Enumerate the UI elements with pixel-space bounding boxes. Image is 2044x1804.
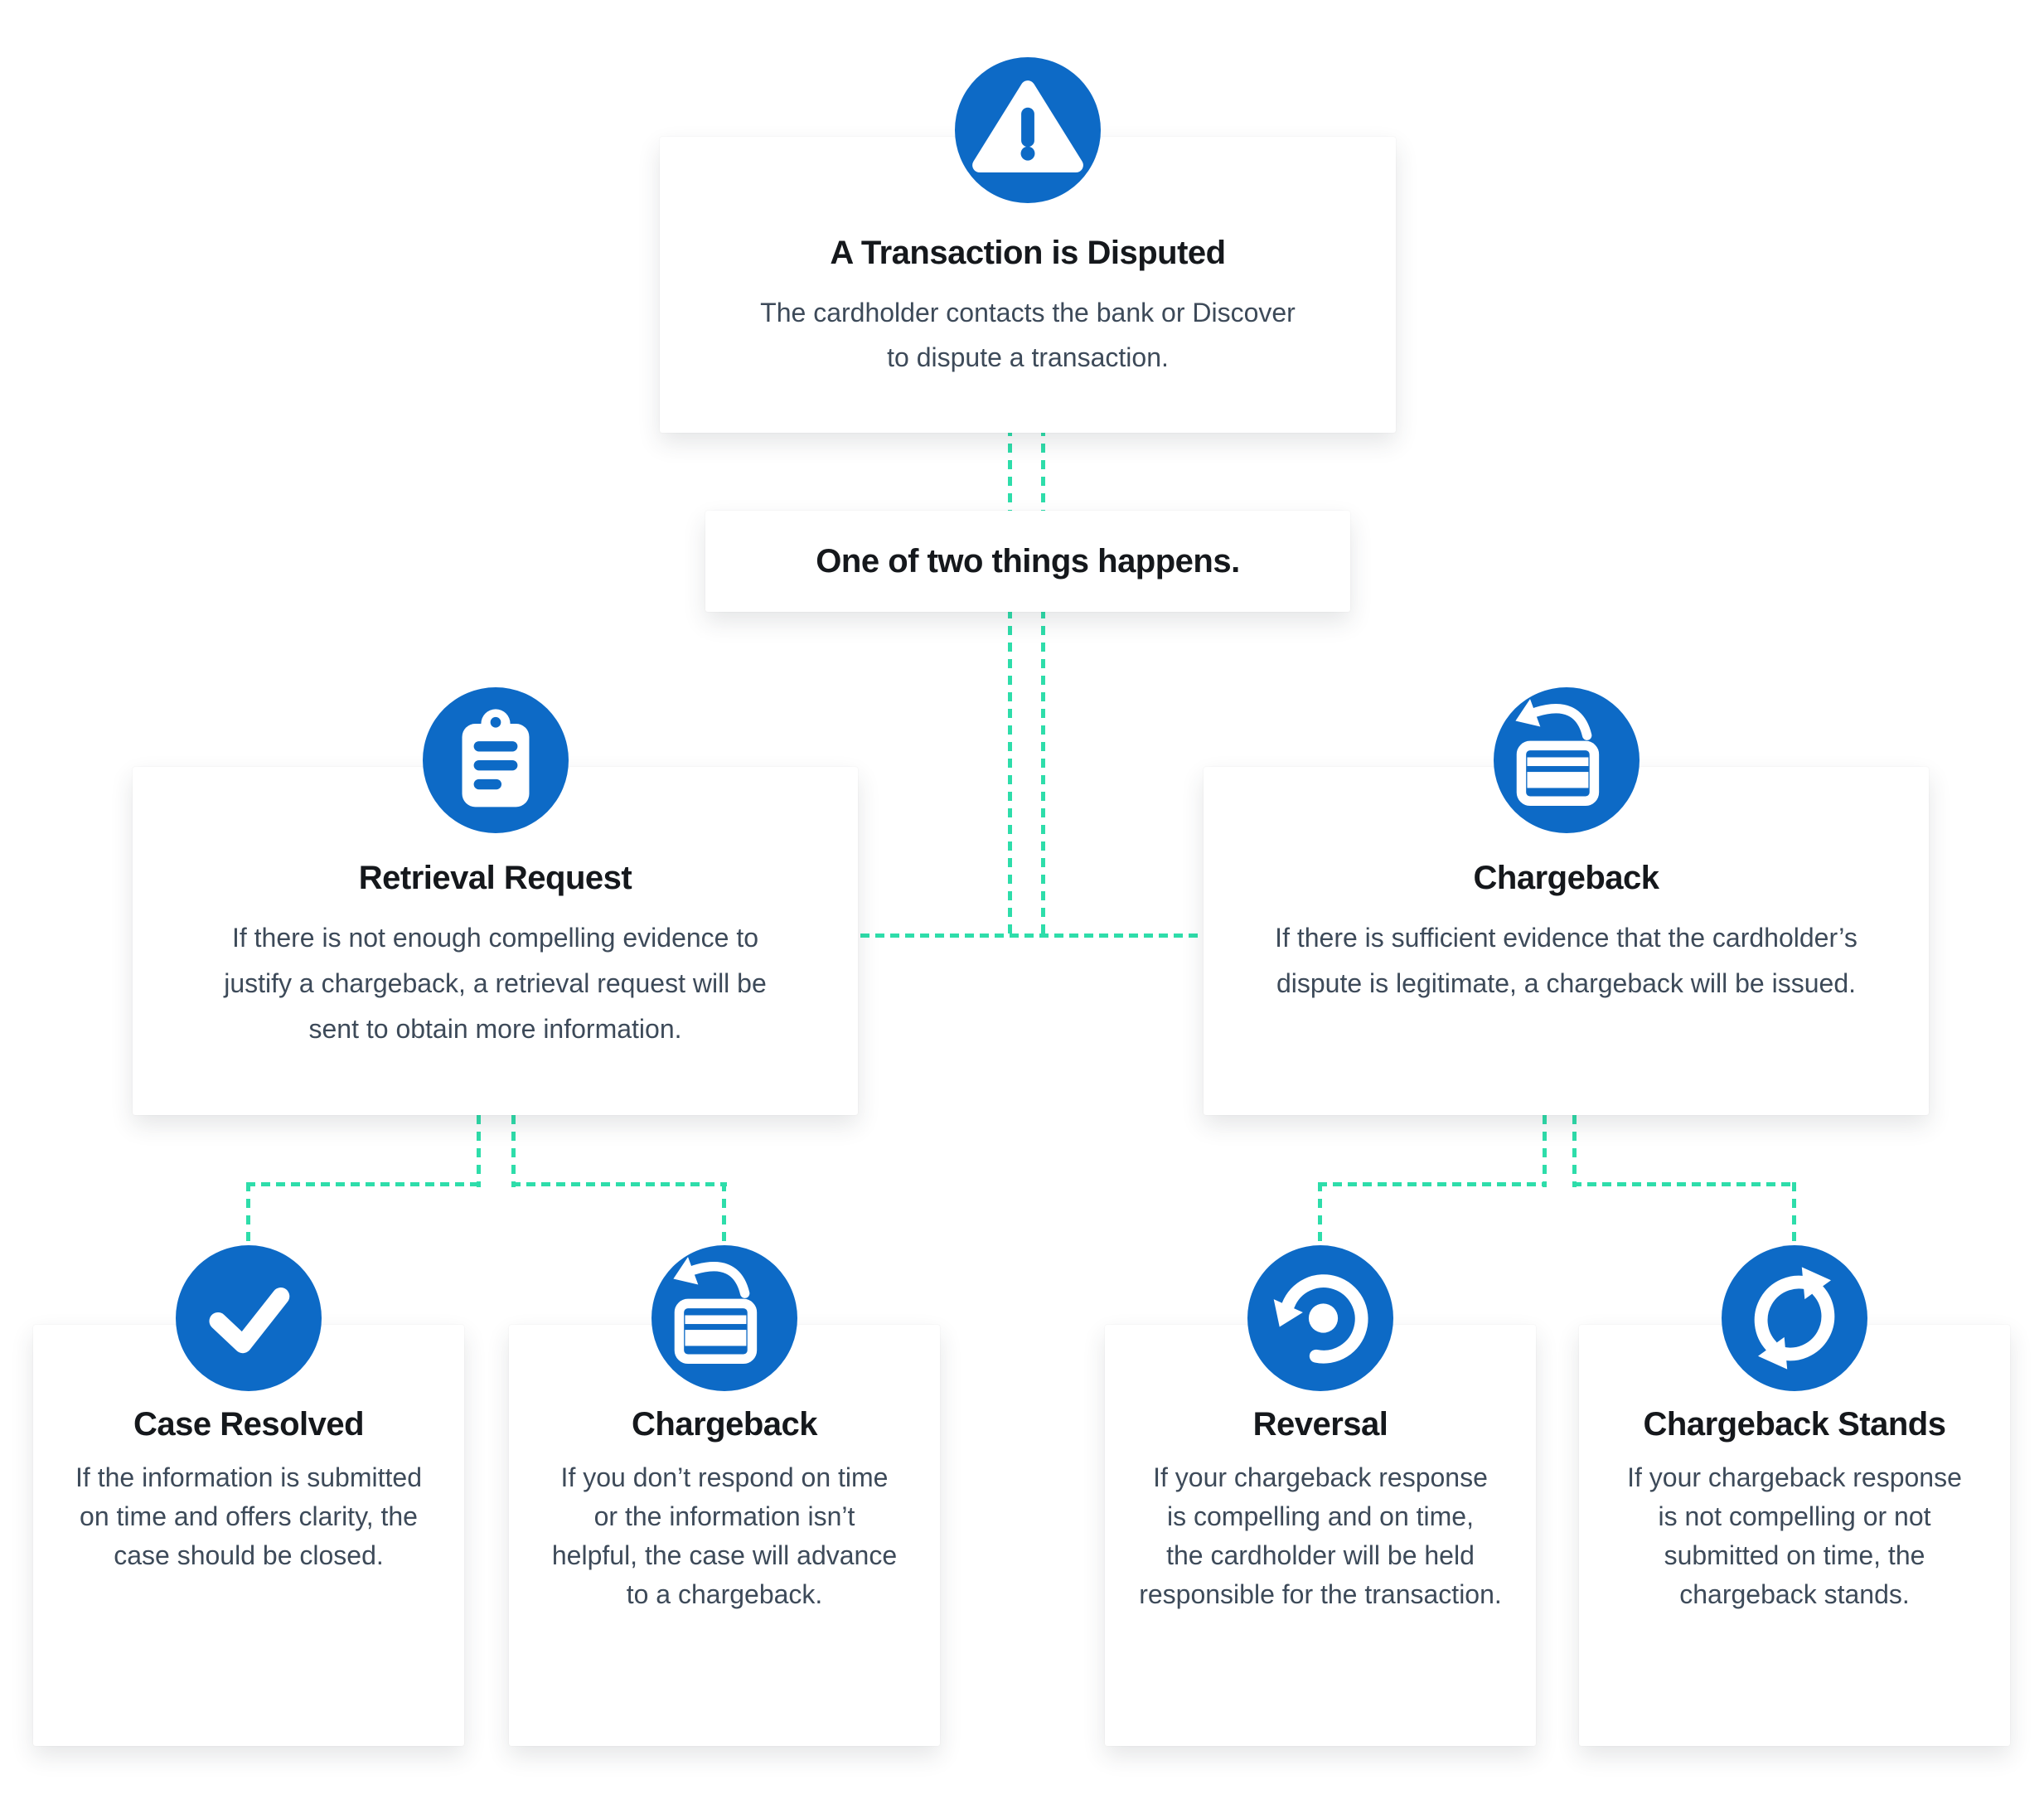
node-title: One of two things happens. bbox=[816, 542, 1240, 580]
node-reversal: Reversal If your chargeback response is … bbox=[1105, 1245, 1536, 1746]
sync-icon bbox=[1722, 1245, 1867, 1391]
node-title: Chargeback bbox=[1473, 860, 1659, 896]
node-chargeback: Chargeback If there is sufficient eviden… bbox=[1204, 687, 1929, 1115]
node-body: If your chargeback response is compellin… bbox=[1139, 1462, 1502, 1609]
node-title: Chargeback bbox=[632, 1406, 817, 1443]
check-icon bbox=[176, 1245, 322, 1391]
connector-chargeback-branch-right bbox=[1572, 1182, 1795, 1186]
clipboard-icon bbox=[422, 687, 569, 833]
node-transaction-disputed: A Transaction is Disputed The cardholder… bbox=[660, 57, 1396, 433]
node-body: The cardholder contacts the bank or Disc… bbox=[760, 298, 1296, 372]
node-body: If the information is submitted on time … bbox=[75, 1462, 422, 1570]
node-title: Reversal bbox=[1252, 1406, 1388, 1443]
connector-drop-reversal bbox=[1318, 1182, 1322, 1249]
connector-retrieval-branch-left bbox=[246, 1182, 482, 1186]
node-body: If you don’t respond on time or the info… bbox=[551, 1462, 898, 1609]
node-body: If there is not enough compelling eviden… bbox=[224, 923, 767, 1044]
connector-retrieval-down-right bbox=[511, 1115, 516, 1187]
card-return-icon bbox=[1493, 687, 1640, 833]
connector-center-right bbox=[1041, 427, 1045, 938]
node-title: Retrieval Request bbox=[358, 860, 632, 896]
node-retrieval-request: Retrieval Request If there is not enough… bbox=[133, 687, 858, 1115]
connector-center-left bbox=[1008, 427, 1012, 938]
card-return-icon bbox=[651, 1245, 797, 1391]
connector-branch-main bbox=[845, 934, 1210, 938]
connector-chargeback-branch-left bbox=[1318, 1182, 1545, 1186]
node-branch-note: One of two things happens. bbox=[705, 511, 1350, 612]
node-body: If your chargeback response is not compe… bbox=[1627, 1462, 1962, 1609]
node-chargeback-advance: Chargeback If you don’t respond on time … bbox=[509, 1245, 940, 1746]
node-title: Case Resolved bbox=[133, 1406, 365, 1443]
connector-drop-chargeback bbox=[722, 1182, 726, 1249]
connector-chargeback-down-right bbox=[1572, 1115, 1577, 1187]
warning-icon bbox=[955, 57, 1101, 203]
node-case-resolved: Case Resolved If the information is subm… bbox=[33, 1245, 464, 1746]
connector-retrieval-down-left bbox=[477, 1115, 481, 1187]
node-title: Chargeback Stands bbox=[1643, 1406, 1946, 1443]
connector-retrieval-branch-right bbox=[511, 1182, 727, 1186]
restore-icon bbox=[1247, 1245, 1393, 1391]
node-chargeback-stands: Chargeback Stands If your chargeback res… bbox=[1579, 1245, 2010, 1746]
node-title: A Transaction is Disputed bbox=[830, 235, 1226, 271]
node-body: If there is sufficient evidence that the… bbox=[1275, 923, 1858, 998]
connector-chargeback-down-left bbox=[1543, 1115, 1547, 1187]
connector-drop-case-resolved bbox=[246, 1182, 250, 1249]
connector-drop-chargeback-stands bbox=[1792, 1182, 1796, 1249]
